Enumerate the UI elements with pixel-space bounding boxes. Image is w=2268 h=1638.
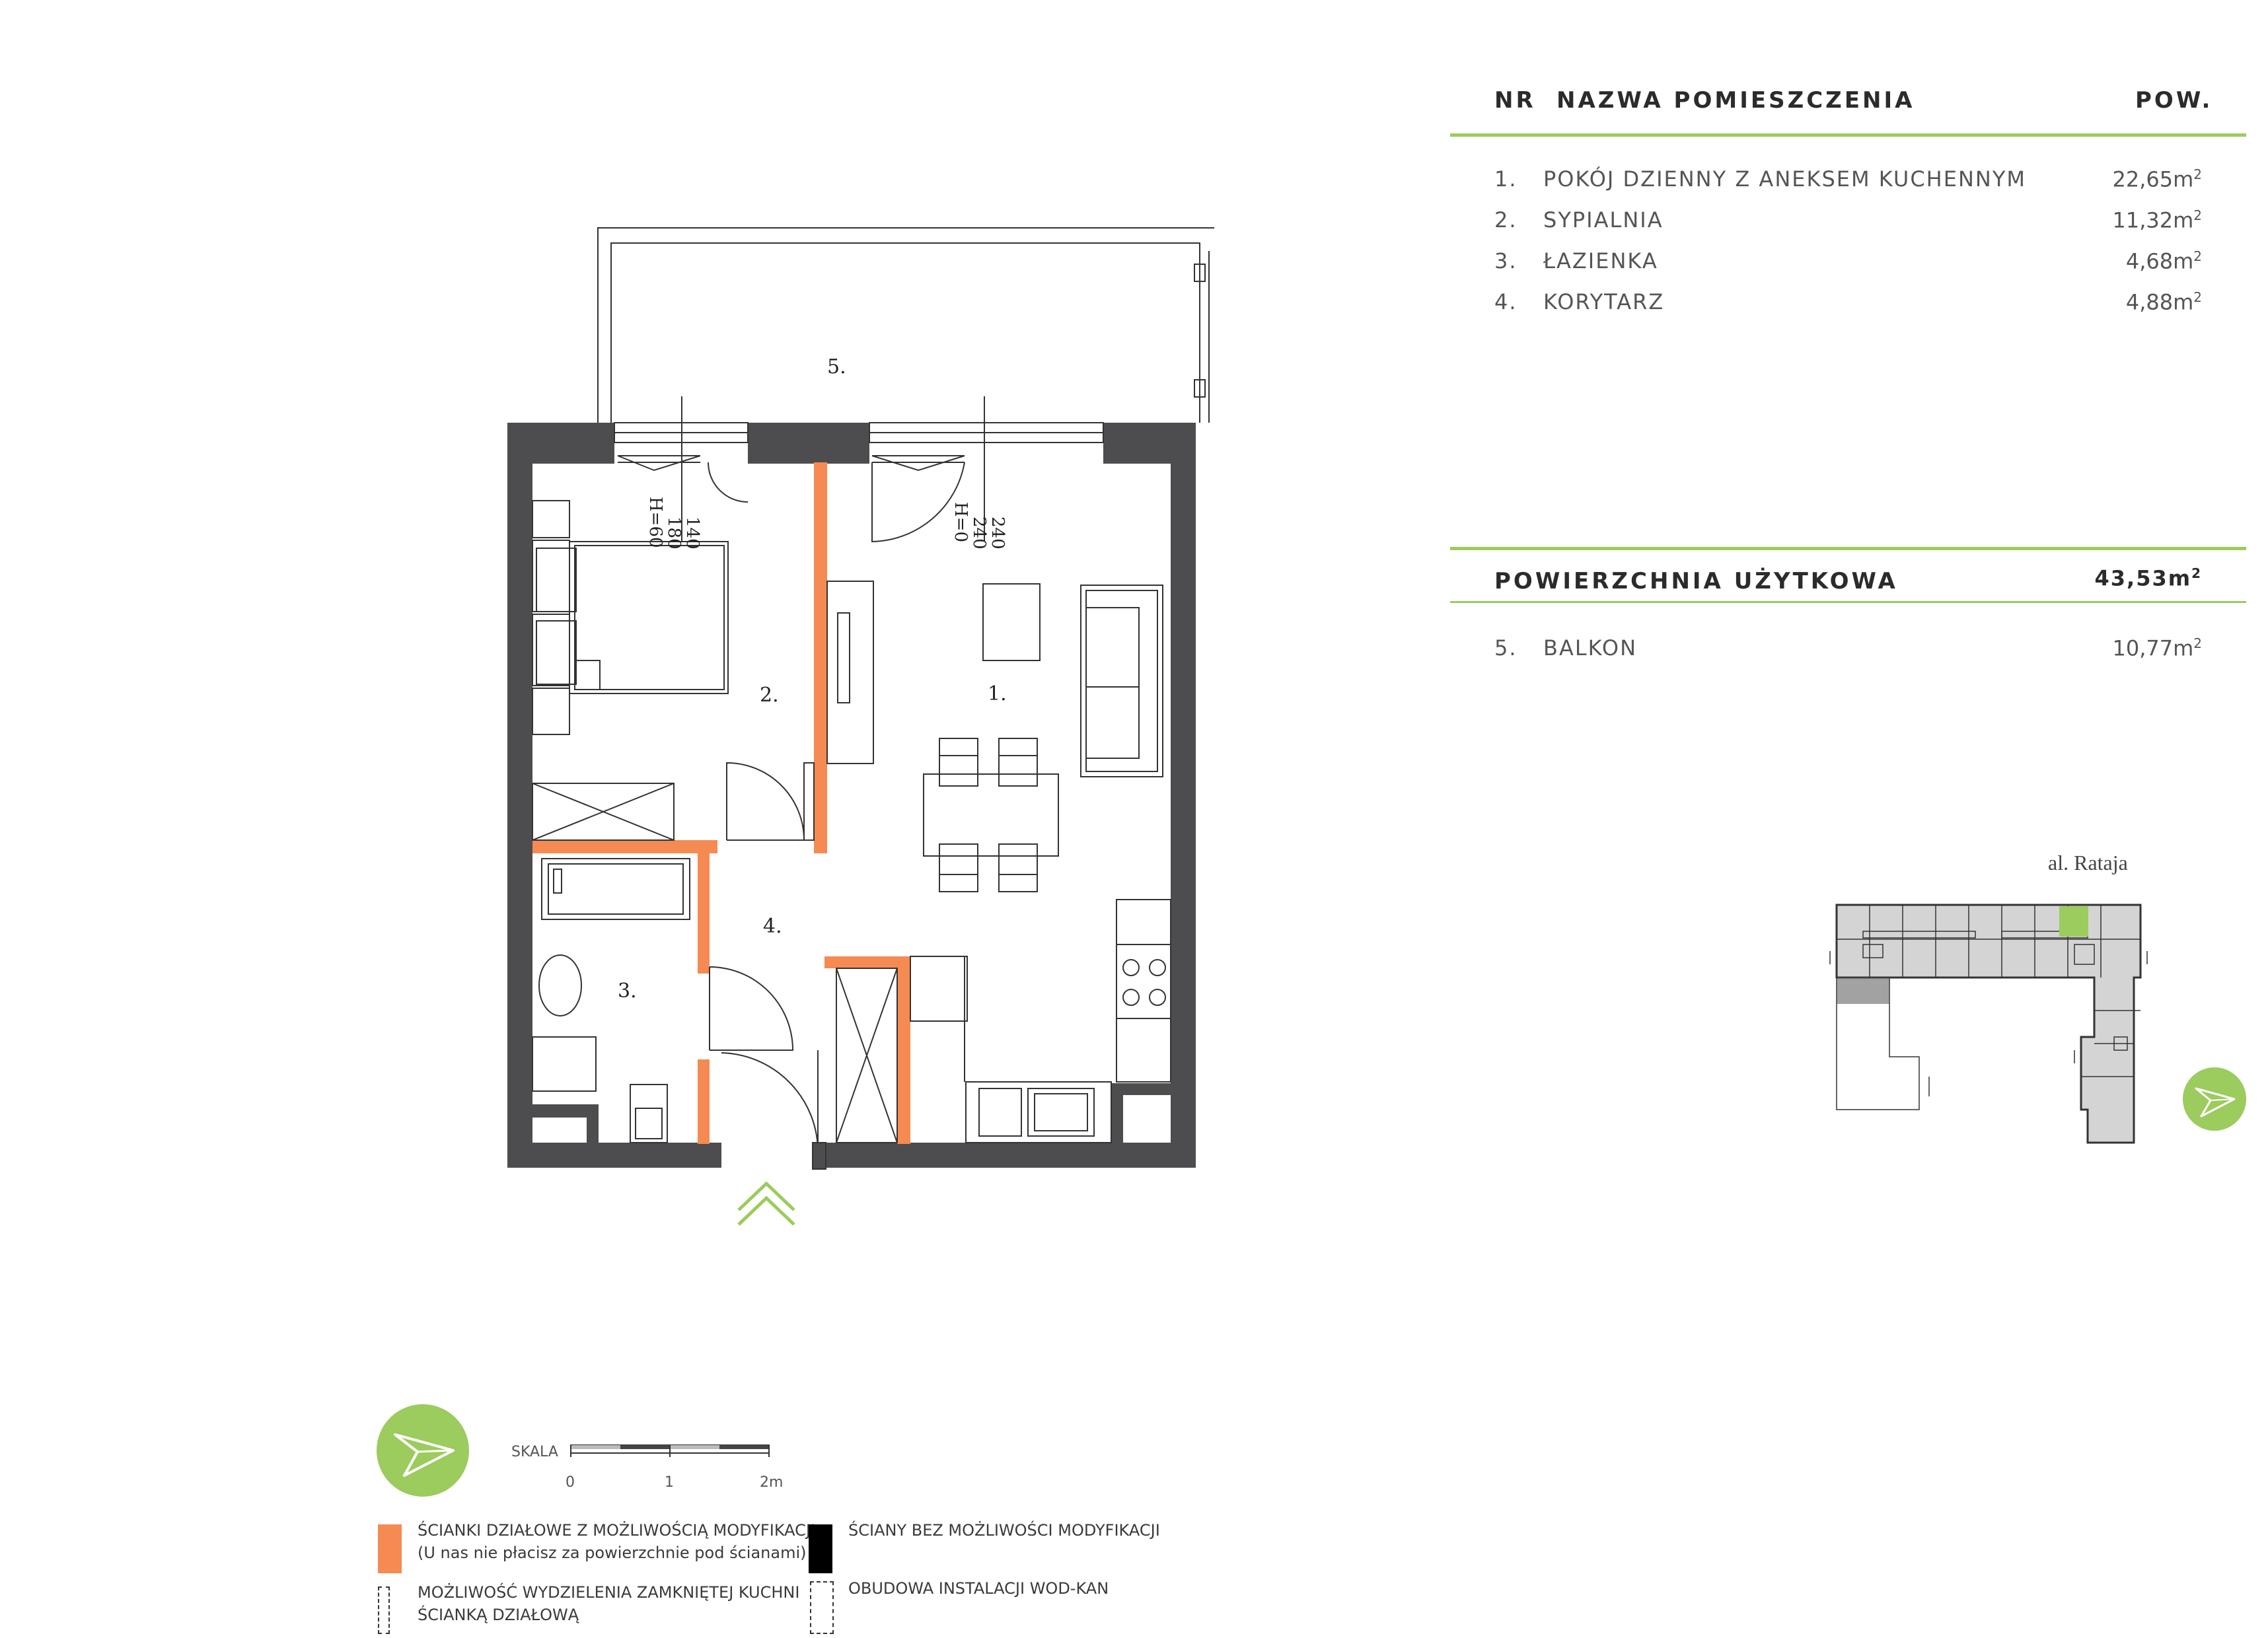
compass-icon	[2183, 1067, 2246, 1131]
room-label-4: 4.	[763, 915, 782, 938]
balcony	[597, 227, 1214, 423]
win-right-h: H=0	[951, 502, 970, 542]
room-label-2: 2.	[760, 684, 779, 707]
fixed-wall-swatch	[809, 1524, 832, 1573]
legend-fixed-walls: ŚCIANY BEZ MOŻLIWOŚCI MODYFIKACJI	[848, 1521, 1160, 1540]
win-right-w2: 240	[969, 516, 989, 550]
legend-kitchen-wall-1: MOŻLIWOŚĆ WYDZIELENIA ZAMKNIĘTEJ KUCHNI	[418, 1583, 800, 1602]
win-left-w2: 180	[664, 516, 684, 550]
scale-tick-0: 0	[566, 1474, 575, 1491]
scale-bar	[570, 1444, 770, 1457]
total-label: POWIERZCHNIA UŻYTKOWA	[1494, 568, 1898, 594]
legend-modifiable-walls-1: ŚCIANKI DZIAŁOWE Z MOŻLIWOŚCIĄ MODYFIKAC…	[418, 1521, 816, 1540]
street-label: al. Rataja	[2048, 851, 2128, 874]
scale-tick-2: 2m	[760, 1474, 784, 1491]
room-label-1: 1.	[988, 682, 1007, 705]
fixed-walls	[507, 423, 1196, 1168]
apartment-highlight	[2059, 906, 2088, 937]
entrance-chevron-icon	[737, 1181, 795, 1226]
modifiable-wall-swatch	[378, 1524, 402, 1573]
col-name-header: NAZWA POMIESZCZENIA	[1556, 87, 1915, 114]
room-label-3: 3.	[618, 979, 637, 1003]
installation-swatch	[810, 1581, 834, 1634]
furniture	[532, 500, 1171, 1170]
col-nr-header: NR	[1494, 87, 1536, 114]
scale-tick-1: 1	[665, 1474, 674, 1491]
kitchen-wall-swatch	[378, 1586, 390, 1634]
col-area-header: POW.	[2135, 87, 2213, 114]
win-left-h: H=60	[645, 497, 665, 548]
legend-modifiable-walls-2: (U nas nie płacisz za powierzchnie pod ś…	[418, 1544, 807, 1562]
total-divider-bottom	[1450, 601, 2246, 603]
legend-kitchen-wall-2: ŚCIANKĄ DZIAŁOWĄ	[418, 1606, 579, 1624]
win-right-w1: 240	[988, 516, 1007, 550]
site-plan	[1829, 904, 2148, 1144]
legend-installation: OBUDOWA INSTALACJI WOD-KAN	[848, 1579, 1109, 1598]
room-label-5: 5.	[827, 355, 846, 378]
total-divider-top	[1450, 547, 2246, 550]
floor-plan: 1. 2. 3. 4. 5. 140 180 H=60 240 240 H=0	[507, 227, 1214, 1226]
modifiable-walls	[532, 462, 910, 1144]
total-area: 43,53m2	[2094, 565, 2202, 591]
header-divider	[1450, 133, 2246, 137]
compass-icon	[377, 1404, 469, 1497]
win-left-w1: 140	[682, 516, 702, 550]
scale-label: SKALA	[511, 1444, 558, 1460]
